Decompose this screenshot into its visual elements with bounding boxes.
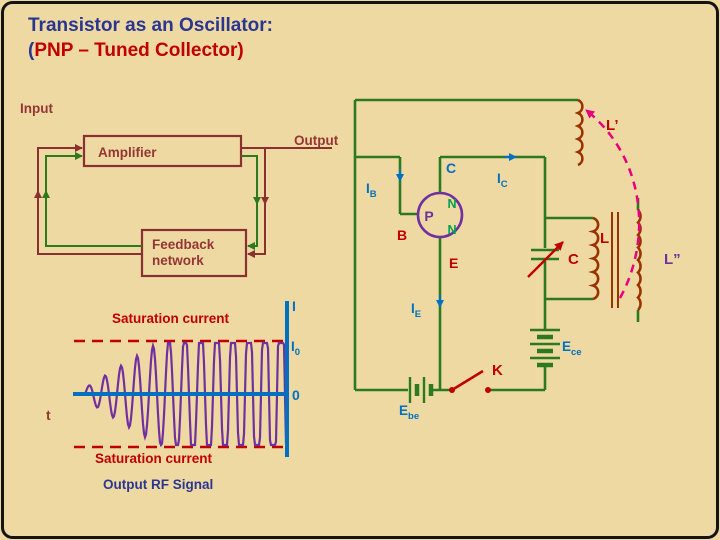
waveform-plot: Saturation current Saturation current I … [46, 298, 300, 492]
feedback-label-line2: network [152, 253, 204, 268]
i0-label: I0 [291, 339, 300, 358]
feedback-label-line1: Feedback [152, 237, 215, 252]
wire-base [355, 155, 418, 216]
transistor-circle [416, 191, 464, 239]
battery-ece-short-plates [537, 334, 553, 368]
input-label: Input [20, 101, 53, 116]
switch-lever [451, 369, 484, 392]
oscillation-waveform [83, 341, 288, 448]
battery-ece [530, 328, 560, 368]
saturation-current-label-top: Saturation current [112, 311, 230, 326]
l-prime-label: L’ [606, 117, 619, 134]
feedback-loop-outer [34, 144, 332, 258]
inductor-l-prime [574, 98, 584, 167]
inductor-l [588, 216, 600, 301]
ece-label: Ece [562, 339, 582, 358]
slide-title-line1: Transistor as an Oscillator: [28, 15, 273, 36]
switch-k [449, 369, 491, 393]
block-diagram: Input Amplifier Output Feedback network [20, 101, 339, 278]
battery-ebe [408, 377, 434, 403]
n-region-bottom-label: N [447, 223, 456, 237]
saturation-current-label-bottom: Saturation current [95, 451, 213, 466]
base-label: B [397, 227, 407, 243]
current-label: I [292, 298, 296, 314]
coupling-dashed-line [585, 109, 641, 299]
k-label: K [492, 362, 503, 379]
wire-collector [438, 155, 545, 193]
n-region-top-label: N [447, 197, 456, 211]
battery-ebe-short-plates [414, 384, 434, 396]
output-rf-signal-label: Output RF Signal [103, 477, 213, 492]
capacitor-label: C [568, 251, 579, 268]
capacitor-variable-arrow [527, 241, 564, 278]
transformer-core [611, 212, 619, 308]
collector-label: C [446, 160, 456, 176]
emitter-label: E [449, 255, 458, 271]
l-label: L [600, 230, 609, 247]
ic-label: IC [497, 171, 508, 190]
p-region-label: P [424, 208, 433, 224]
feedback-loop-inner [42, 152, 261, 250]
slide-title-line2: (PNP – Tuned Collector) [28, 40, 244, 61]
tank-capacitor [527, 241, 564, 278]
time-label: t [46, 407, 51, 423]
circuit-wires [353, 98, 640, 392]
amplifier-label: Amplifier [98, 145, 157, 160]
battery-ebe-long-plates [408, 377, 426, 403]
ib-label: IB [366, 181, 377, 200]
switch-contact [485, 387, 491, 393]
loop-right-outer [247, 148, 266, 258]
output-label: Output [294, 133, 339, 148]
ie-label: IE [411, 301, 421, 320]
amplifier-box [82, 134, 243, 168]
l-double-prime-label: L” [664, 251, 681, 268]
origin-label: 0 [292, 387, 300, 403]
ebe-label: Ebe [399, 403, 419, 422]
battery-ece-long-plates [530, 328, 560, 360]
oscillator-circuit: P N N IB C IC B E IE L’ C L L” Ece Ebe K [353, 98, 681, 422]
